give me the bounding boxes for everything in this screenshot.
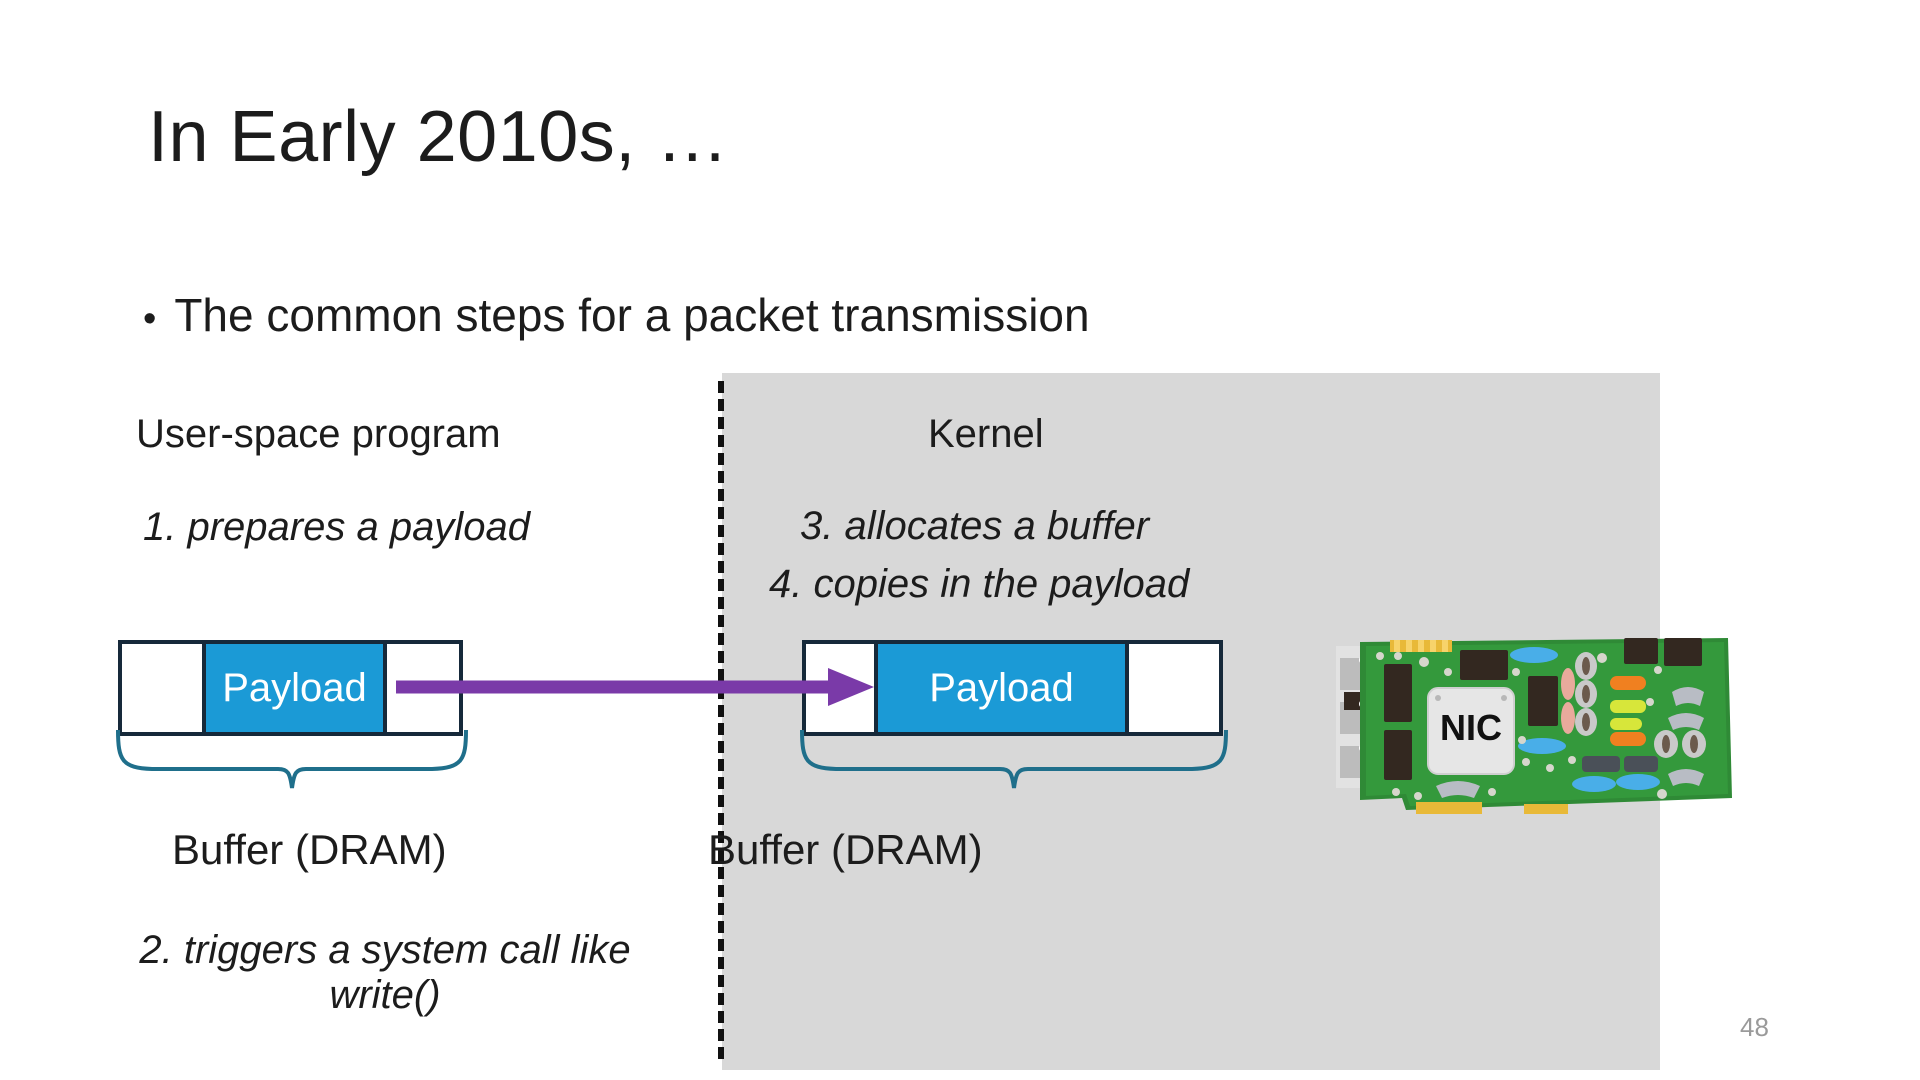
buffer-pad-left [122,644,202,732]
nic-label: NIC [1440,707,1502,748]
bullet-dot-icon: • [143,298,157,340]
user-buffer-brace-icon [116,729,468,789]
page-number: 48 [1740,1012,1769,1042]
step-3-label: 3. allocates a buffer [800,504,1150,548]
user-buffer-caption: Buffer (DRAM) [172,826,447,873]
bullet-line: • The common steps for a packet transmis… [143,288,1090,342]
step-1-label: 1. prepares a payload [143,505,530,549]
user-space-heading: User-space program [136,412,501,456]
payload-copy-arrow-icon [396,668,874,706]
nic-card-illustration: NIC [1336,638,1732,814]
bullet-text: The common steps for a packet transmissi… [174,289,1090,341]
kernel-buffer-box: Payload [802,640,1223,736]
step-2-label: 2. triggers a system call like write() [139,928,631,1017]
kernel-heading: Kernel [928,412,1044,456]
kernel-buffer-brace-icon [800,729,1228,789]
userspace-kernel-divider [718,381,724,1059]
kernel-buffer-caption: Buffer (DRAM) [708,826,983,873]
user-payload-block: Payload [202,644,387,732]
buffer-pad-right [1129,644,1219,732]
step-4-label: 4. copies in the payload [769,562,1190,606]
kernel-payload-block: Payload [874,644,1129,732]
page-title: In Early 2010s, … [148,97,729,177]
